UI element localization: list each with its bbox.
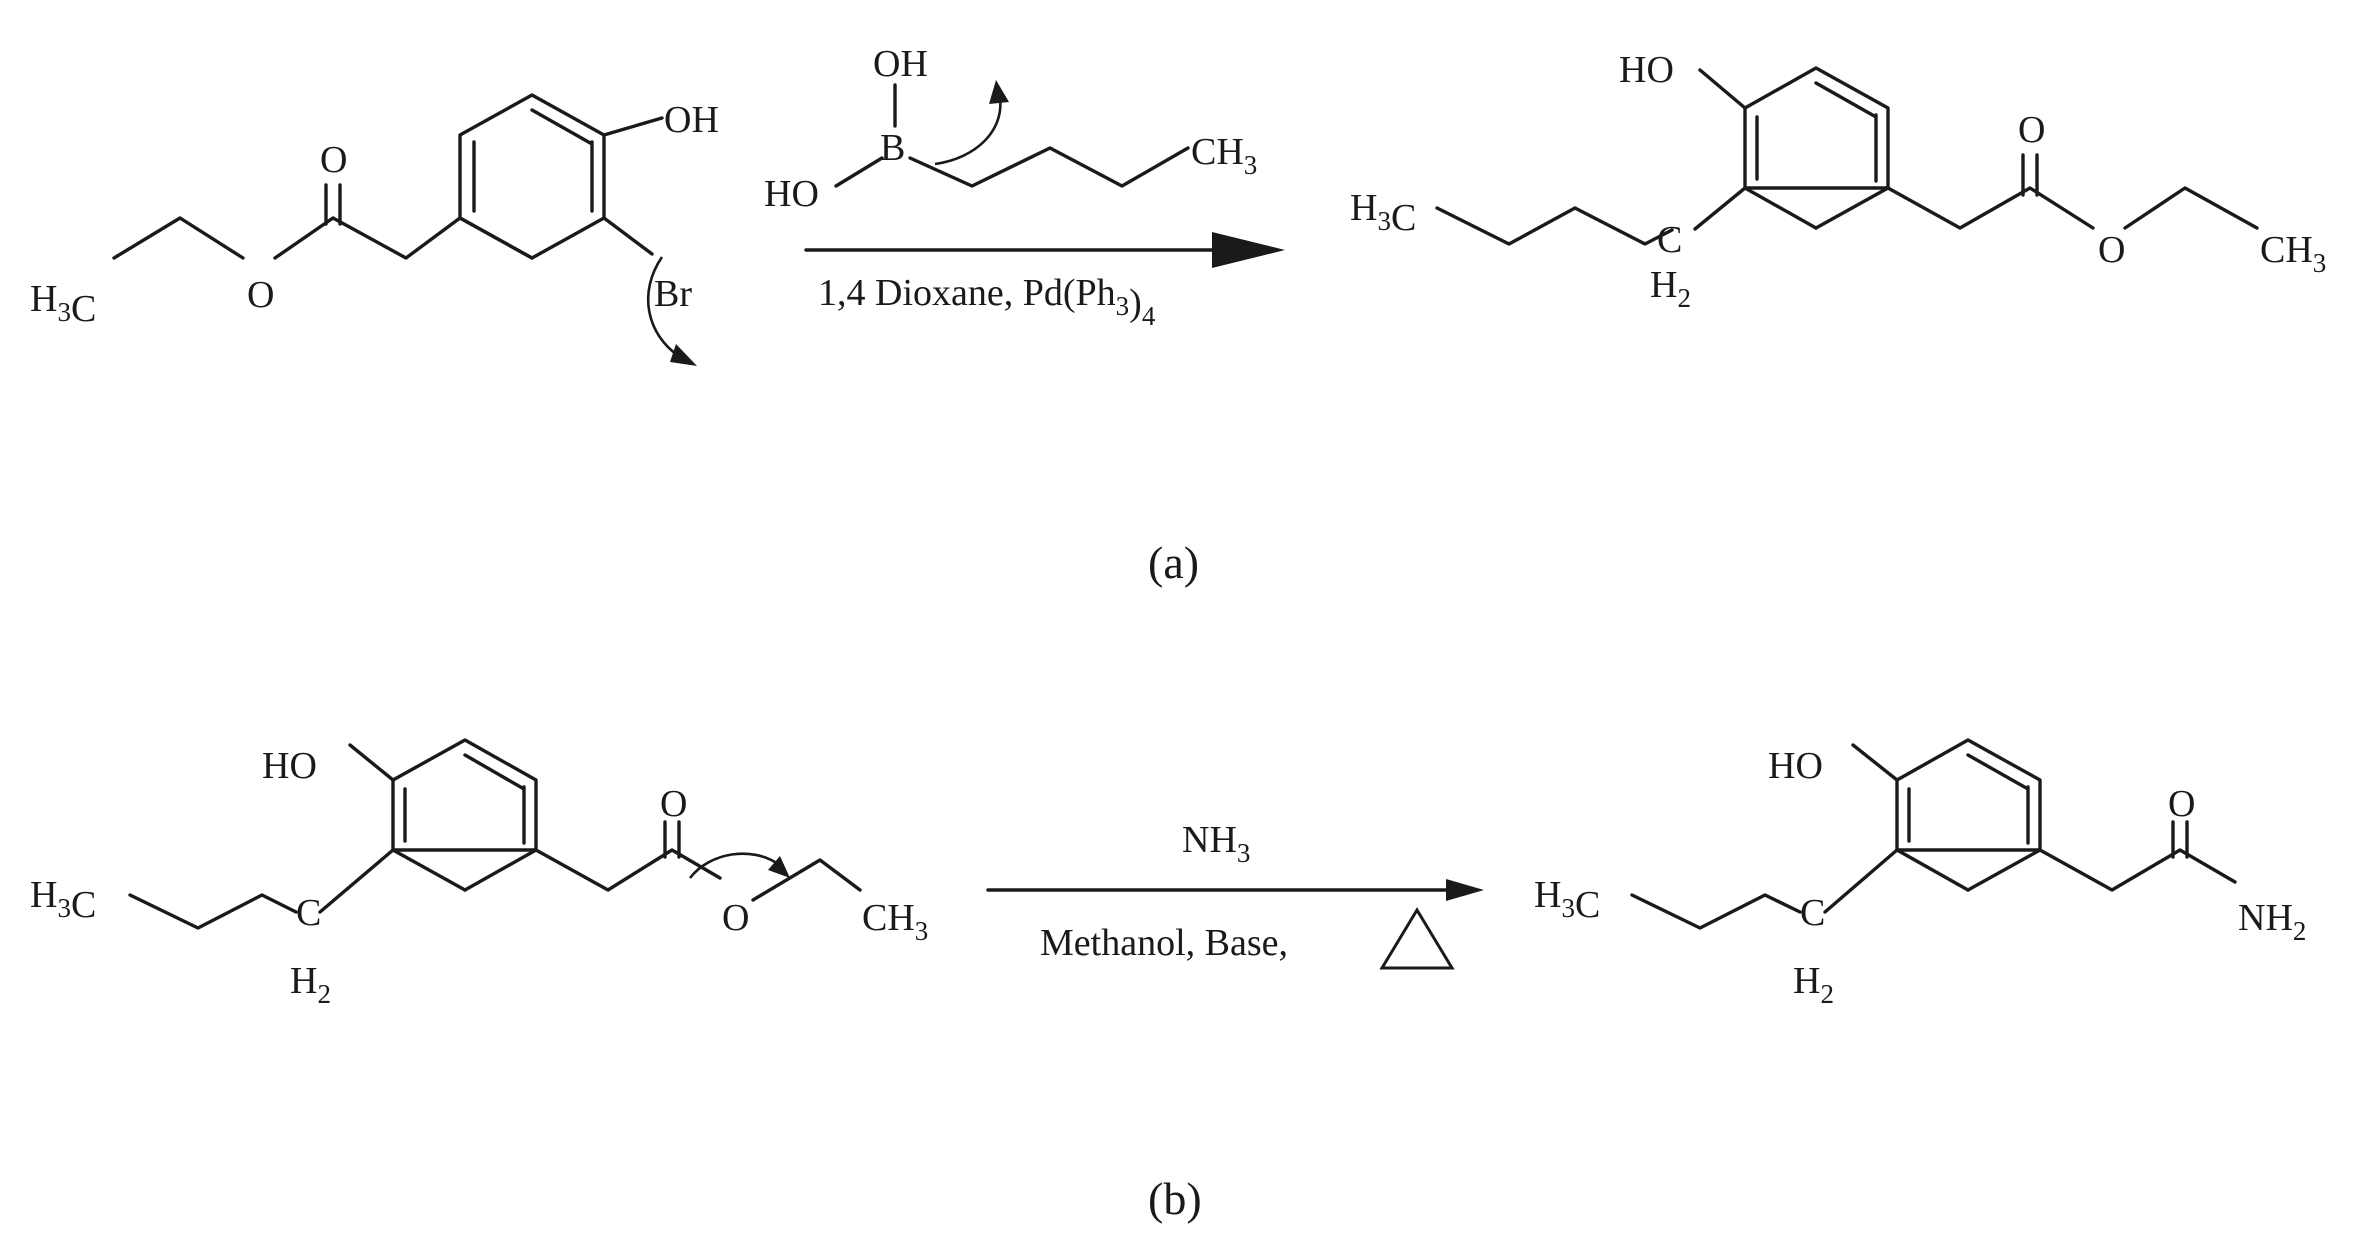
product-b-methylene-h-label: H2 [1793,960,1834,1009]
product-b-amide-bonds [2038,848,2237,892]
panel-b-label: (b) [1148,1173,1202,1224]
reagent-a: B OH HO CH3 [764,43,1257,215]
product-a-hydroxyl-label: HO [1619,49,1674,91]
panel-a-label: (a) [1148,537,1199,588]
product-a-methyl-label: H3C [1350,187,1416,239]
product-a-terminal-methyl-label: CH3 [2260,229,2326,278]
product-a: HO H3C C H2 O O CH3 [1350,49,2326,313]
reactant-b-curly-arrow [688,852,779,879]
reactant-b-butyl-bonds [128,848,467,930]
reactant-b-terminal-methyl-label: CH3 [862,897,928,946]
reactant-b-hydroxyl-bond [348,743,395,782]
product-b-carbonyl-bond [2171,820,2189,859]
reactant-a-methyl-label: H3C [30,278,96,330]
reactant-b-methylene-label: C [296,892,321,934]
reactant-a-carbonyl-o-label: O [320,139,347,181]
reactant-a-substituent-bonds [602,116,664,256]
reactant-b-ring-closure [463,848,538,892]
reactant-b-carbonyl-o-label: O [660,783,687,825]
panel-b: HO H3C C H2 O O CH3 NH3 Methanol, Base, … [30,738,2306,1224]
product-b-hydroxyl-label: HO [1768,745,1823,787]
product-b-butyl-bonds [1630,848,1970,930]
reaction-arrow-b [986,879,1484,901]
product-b-benzene-ring [1895,738,2042,852]
conditions-a-text: 1,4 Dioxane, Pd(Ph3)4 [818,272,1156,331]
product-a-hydroxyl-bond [1698,68,1747,110]
reagent-a-curly-arrow-head [989,80,1009,104]
reactant-a-curly-arrow [646,256,681,359]
product-a-benzene-ring [1743,66,1890,190]
reactant-a: H3C O O OH Br [30,93,719,366]
product-a-methylene-h-label: H2 [1650,264,1691,313]
product-a-methylene-label: C [1657,219,1682,261]
product-b-carbonyl-o-label: O [2168,783,2195,825]
conditions-b-below-text: Methanol, Base, [1040,922,1288,964]
reactant-a-carbonyl-bond [324,183,342,226]
product-a-butyl-bonds [1435,186,1818,246]
reactant-b-hydroxyl-label: HO [262,745,317,787]
reactant-b-curly-arrow-head [768,856,790,878]
reactant-a-benzene-ring [458,93,606,260]
panel-a: H3C O O OH Br B OH HO CH3 1,4 Dioxane, P… [30,43,2326,588]
reactant-a-bromine-label: Br [654,273,692,315]
product-b-amide-label: NH2 [2238,897,2306,946]
reagent-a-ho-left-label: HO [764,173,819,215]
reactant-b-carbonyl-bond [663,820,681,859]
reactant-a-curly-arrow-head [670,344,697,366]
reactant-b-methyl-label: H3C [30,874,96,926]
reagent-a-boron-label: B [880,127,905,169]
conditions-b-above-text: NH3 [1182,819,1250,868]
reactant-b: HO H3C C H2 O O CH3 [30,738,928,1009]
product-b: HO H3C C H2 O NH2 [1534,738,2306,1009]
reagent-a-curly-arrow [934,97,1002,166]
reactant-b-ester-bonds [534,848,862,902]
reagent-a-boron-bonds [834,83,1190,188]
product-a-ester-o-label: O [2098,229,2125,271]
product-a-ester-bonds [1886,186,2259,230]
product-a-ring-closure [1814,186,1890,230]
product-b-ring-closure [1966,848,2042,892]
reactant-a-hydroxyl-label: OH [664,99,719,141]
reaction-arrow-a [804,232,1285,268]
product-a-carbonyl-bond [2021,153,2039,197]
reagent-a-oh-top-label: OH [873,43,928,85]
product-b-methylene-label: C [1800,892,1825,934]
reagent-a-methyl-label: CH3 [1191,131,1257,180]
reactant-b-ester-o-label: O [722,897,749,939]
reactant-b-benzene-ring [391,738,538,852]
product-b-hydroxyl-bond [1851,743,1899,782]
product-b-methyl-label: H3C [1534,874,1600,926]
product-a-carbonyl-o-label: O [2018,109,2045,151]
reactant-b-methylene-h-label: H2 [290,960,331,1009]
reactant-a-ester-o-label: O [247,274,274,316]
triangle-icon [1379,907,1455,970]
